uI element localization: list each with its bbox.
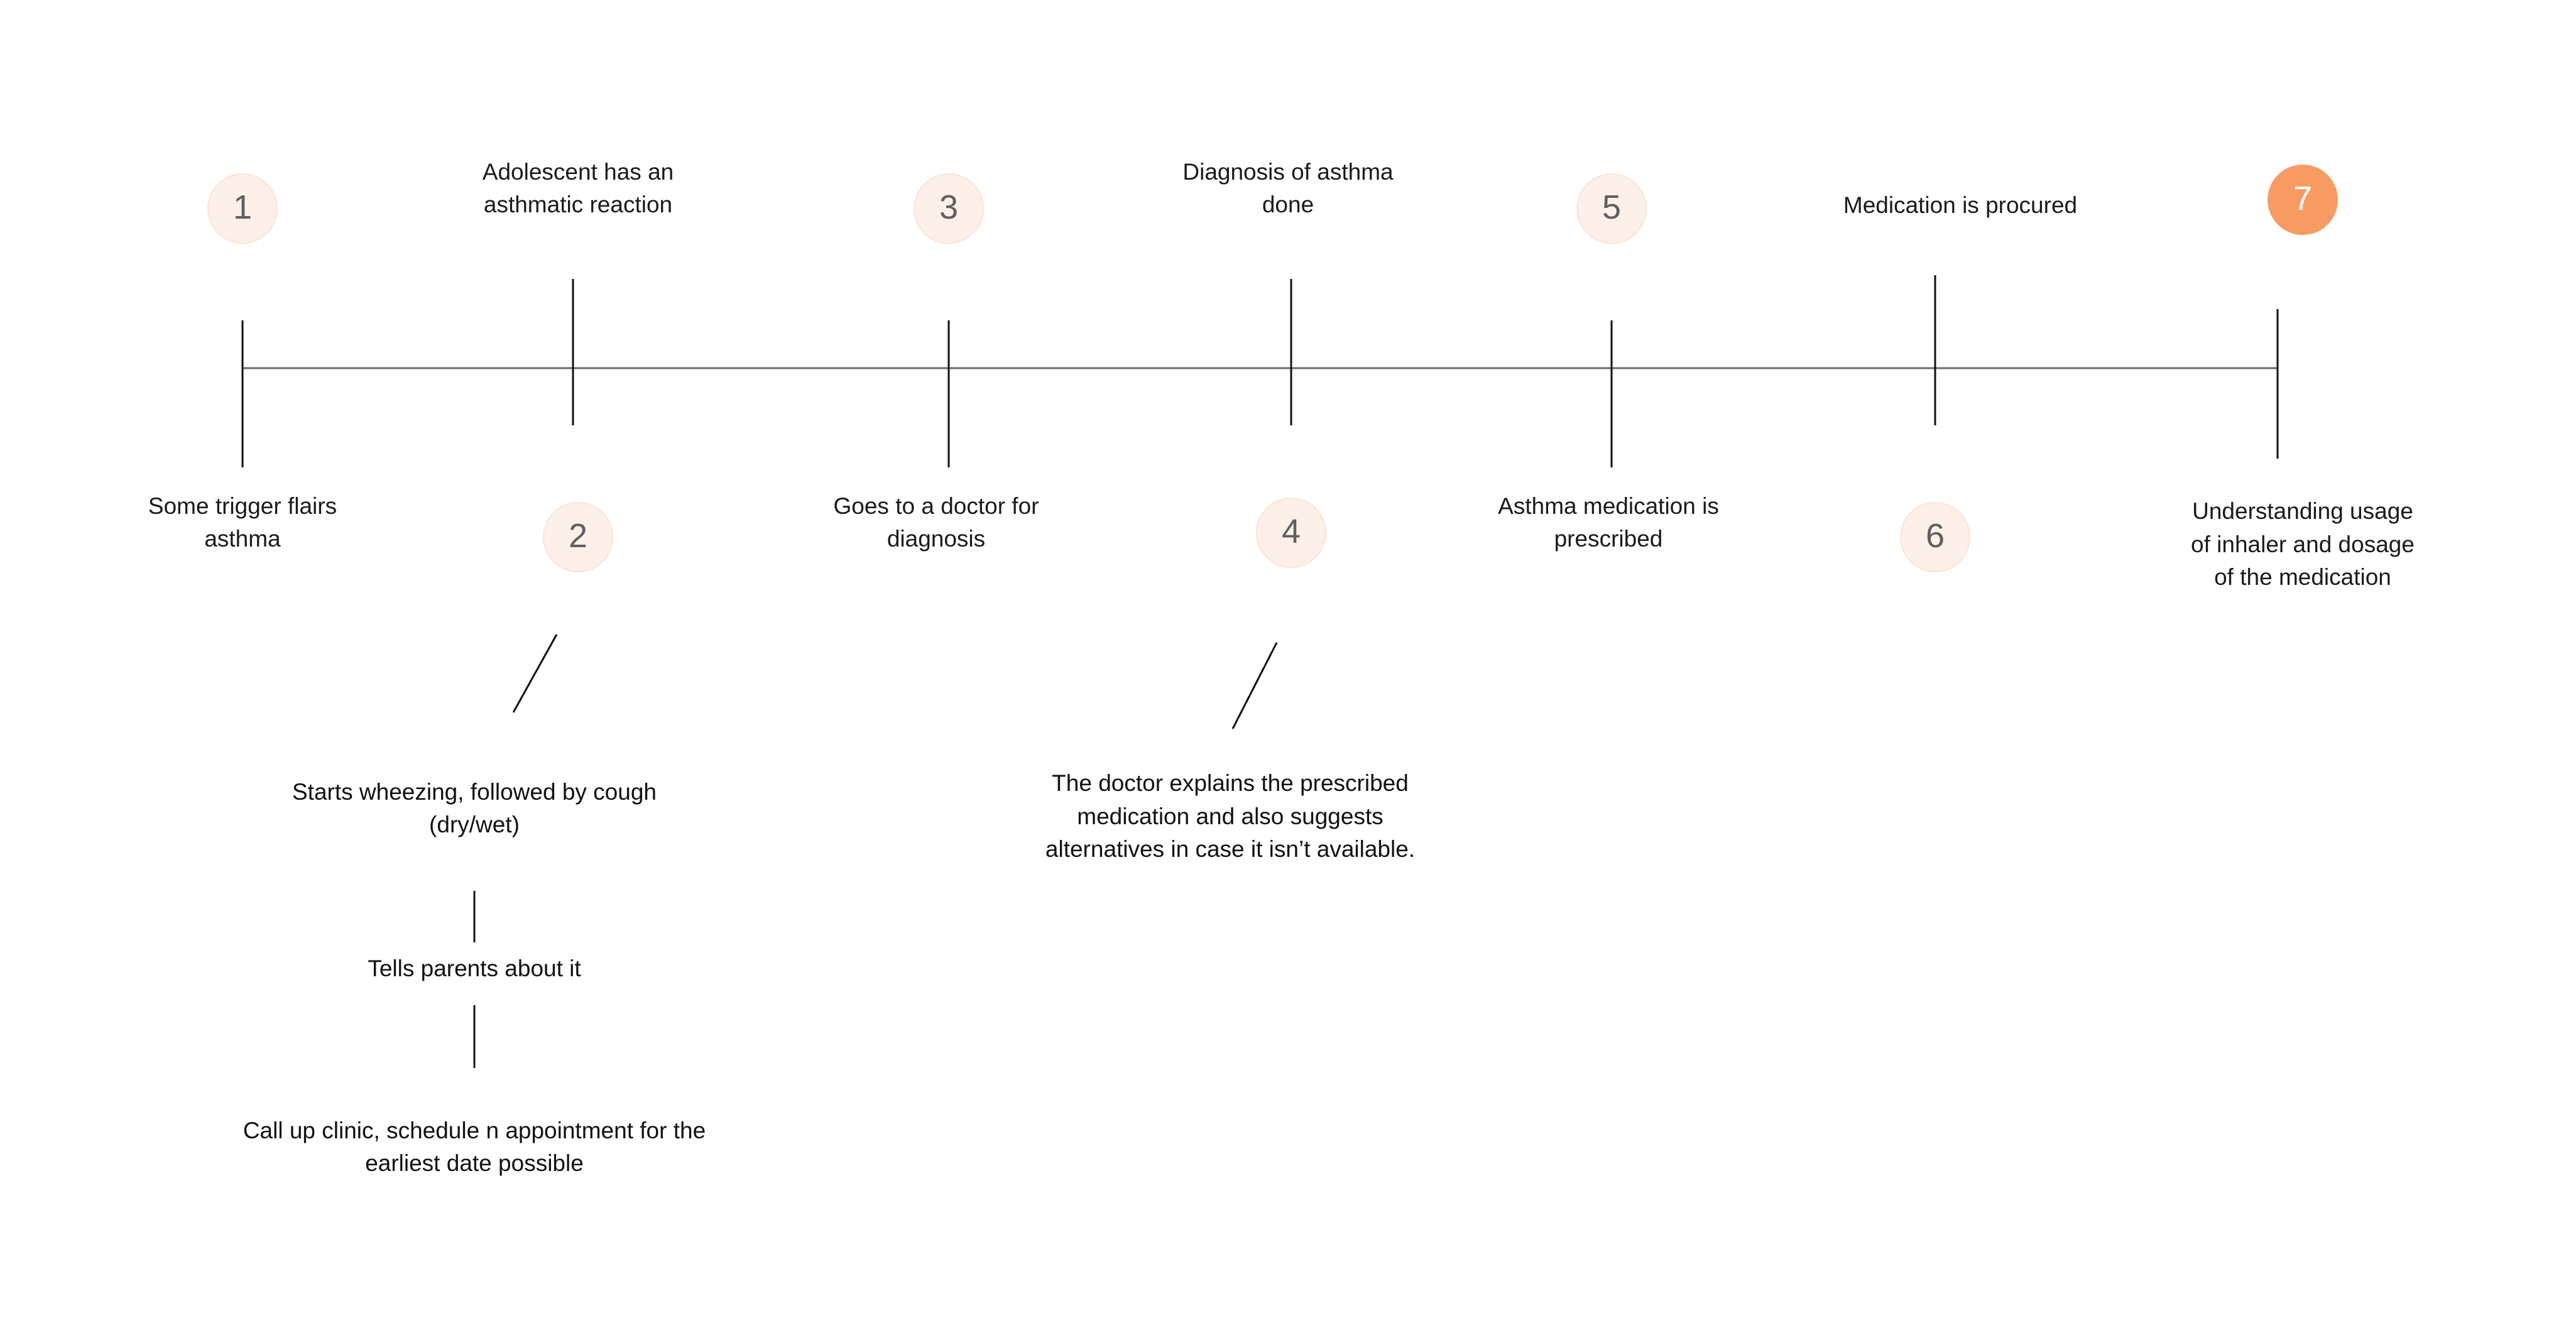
step-label-5: Asthma medication is prescribed <box>1498 493 1719 552</box>
step-circle-7[interactable]: 7 <box>2268 165 2338 235</box>
step-circle-2[interactable]: 2 <box>543 502 613 572</box>
step-circle-4[interactable]: 4 <box>1256 498 1326 568</box>
step-circle-5[interactable]: 5 <box>1576 173 1647 244</box>
step-label-4: Diagnosis of asthma done <box>1182 158 1394 218</box>
step-number-6: 6 <box>1925 517 1945 555</box>
branch-step-2-node-2: Call up clinic, schedule n appointment f… <box>243 1117 706 1177</box>
step-number-3: 3 <box>939 188 959 226</box>
step-number-1: 1 <box>232 188 253 226</box>
step-circle-6[interactable]: 6 <box>1900 502 1970 572</box>
step-circle-1[interactable]: 1 <box>207 173 278 244</box>
step-label-3: Goes to a doctor for diagnosis <box>833 493 1039 552</box>
branch-step-2-connector <box>512 634 558 713</box>
branch-step-2-node-1: Tells parents about it <box>368 955 581 981</box>
branch-step-4-node-0: The doctor explains the prescribed medic… <box>1045 770 1416 863</box>
step-circle-3[interactable]: 3 <box>914 173 984 244</box>
branch-step-2-node-0: Starts wheezing, followed by cough (dry/… <box>292 778 657 838</box>
step-label-7: Understanding usage of inhaler and dosag… <box>2191 498 2415 591</box>
step-number-5: 5 <box>1602 188 1622 226</box>
step-label-2: Adolescent has an asthmatic reaction <box>482 158 674 218</box>
step-label-6: Medication is procured <box>1843 192 2078 218</box>
branch-step-4-connector <box>1231 642 1278 729</box>
step-number-7: 7 <box>2293 180 2313 217</box>
step-number-2: 2 <box>568 517 588 555</box>
step-label-1: Some trigger flairs asthma <box>148 493 337 552</box>
step-number-4: 4 <box>1281 513 1301 550</box>
